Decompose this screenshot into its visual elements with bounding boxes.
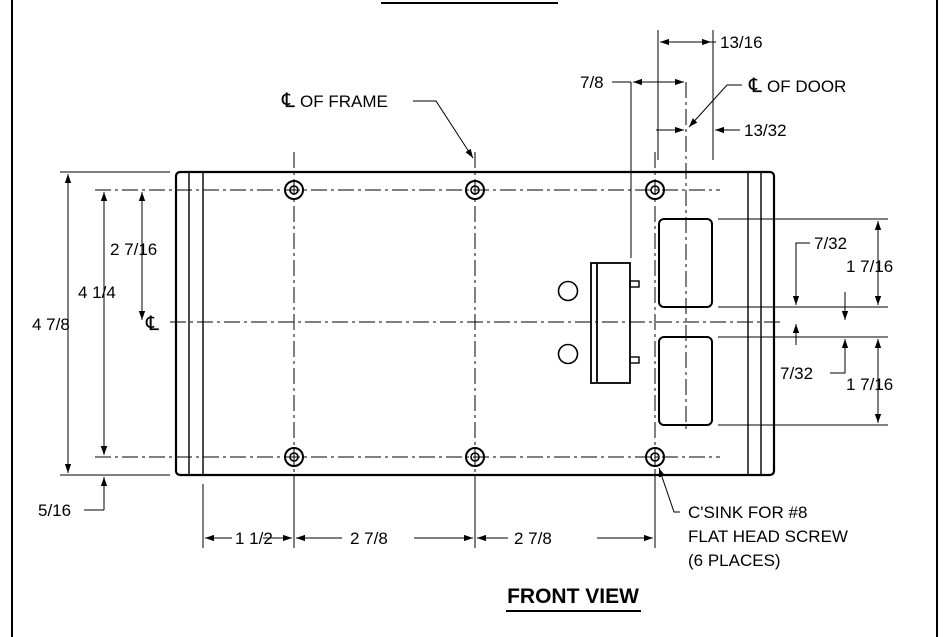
dim-1-7-16-lower: 1 7/16 bbox=[846, 375, 893, 394]
dim-13-16: 13/16 bbox=[720, 33, 763, 52]
csink-note-line2: FLAT HEAD SCREW bbox=[688, 527, 848, 546]
csink-note-line3: (6 PLACES) bbox=[688, 551, 781, 570]
sheet-border bbox=[11, 0, 938, 637]
cl-horizontal-symbol: ℄ bbox=[145, 313, 159, 335]
dim-7-32-upper: 7/32 bbox=[814, 234, 847, 253]
dim-line-7-32-lower bbox=[830, 339, 849, 374]
upper-hole bbox=[557, 280, 579, 302]
dim-7-32-lower: 7/32 bbox=[780, 364, 813, 383]
extension-lines bbox=[60, 30, 888, 548]
cl-frame-label: OF FRAME bbox=[300, 92, 388, 111]
centerlines bbox=[95, 82, 780, 482]
cl-door-label: OF DOOR bbox=[767, 77, 846, 96]
dim-5-16: 5/16 bbox=[38, 501, 71, 520]
dim-7-8: 7/8 bbox=[580, 73, 604, 92]
leader-csink bbox=[658, 467, 680, 513]
cl-door-symbol: ℄ bbox=[748, 75, 762, 97]
dim-4-7-8: 4 7/8 bbox=[32, 315, 70, 334]
dim-1-1-2: 1 1/2 bbox=[235, 529, 273, 548]
dim-2-7-16: 2 7/16 bbox=[110, 240, 157, 259]
dim-2-7-8-a: 2 7/8 bbox=[350, 529, 388, 548]
view-title: FRONT VIEW bbox=[507, 585, 639, 608]
csink-note-line1: C'SINK FOR #8 bbox=[688, 503, 807, 522]
lower-hole bbox=[557, 343, 579, 365]
dimension-lines bbox=[64, 38, 882, 542]
leader-lines bbox=[413, 84, 742, 513]
latch-handle bbox=[590, 262, 640, 384]
cl-frame-symbol: ℄ bbox=[281, 90, 295, 112]
dim-4-1-4: 4 1/4 bbox=[78, 283, 116, 302]
leader-cl-door bbox=[688, 84, 742, 128]
dim-1-7-16-upper: 1 7/16 bbox=[846, 257, 893, 276]
dim-2-7-8-b: 2 7/8 bbox=[514, 529, 552, 548]
leader-cl-frame bbox=[413, 100, 474, 159]
dim-line-7-32-upper bbox=[792, 242, 810, 305]
dim-13-32: 13/32 bbox=[744, 121, 787, 140]
